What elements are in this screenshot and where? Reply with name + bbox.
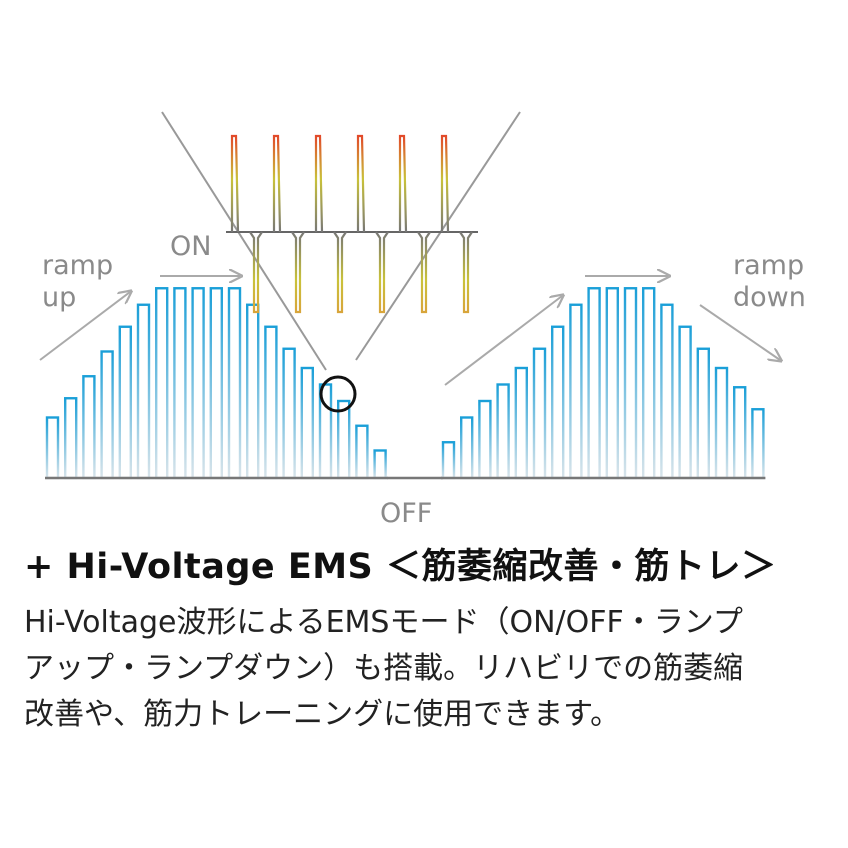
- pulse-bar: [678, 325, 692, 480]
- spike-negative: [459, 231, 473, 314]
- pulse-bar: [173, 287, 187, 480]
- description-line: 改善や、筋力トレーニングに使用できます。: [24, 697, 621, 732]
- pulse-bar: [373, 449, 387, 480]
- pulse-bar: [355, 424, 369, 480]
- pulse-bar: [245, 303, 260, 480]
- off-label: OFF: [380, 498, 432, 529]
- ramp-up-label-line1: ramp: [42, 250, 113, 281]
- pulse-bar: [605, 287, 619, 480]
- pulse-bar: [751, 408, 765, 480]
- pulse-bar: [63, 397, 78, 480]
- pulse-bar: [532, 347, 547, 480]
- pulse-bar: [82, 375, 96, 480]
- ramp-down-label-line2: down: [733, 282, 806, 313]
- spike-negative: [417, 231, 431, 314]
- pulse-bar: [100, 350, 114, 480]
- highlight-circle: [319, 375, 357, 413]
- pulse-bar: [478, 399, 492, 480]
- spike-positive: [230, 134, 240, 233]
- ems-waveform-diagram: ramp up ON OFF ramp down: [39, 111, 806, 529]
- pulse-train-right: [441, 287, 766, 480]
- pulse-bar: [514, 366, 528, 480]
- pulse-bar: [282, 347, 296, 480]
- pulse-bar: [733, 386, 747, 480]
- spike-positive: [356, 134, 366, 233]
- pulse-bar: [191, 287, 205, 480]
- zoom-line-right: [355, 111, 521, 361]
- pulse-bar: [642, 287, 656, 480]
- pulse-bar: [623, 287, 638, 480]
- pulse-bar: [337, 399, 351, 480]
- pulse-bar: [209, 287, 224, 480]
- pulse-bar: [441, 441, 456, 480]
- description-line: Hi-Voltage波形によるEMSモード（ON/OFF・ランプ: [24, 605, 743, 640]
- pulse-bar: [264, 325, 278, 480]
- ramp-down-label-line1: ramp: [733, 250, 804, 281]
- spike-negative: [333, 231, 347, 314]
- pulse-bar: [227, 287, 242, 480]
- spike-positive: [272, 134, 282, 233]
- ramp-up-right-arrow: [444, 296, 562, 386]
- description-line: アップ・ランプダウン）も搭載。リハビリでの筋萎縮: [24, 651, 744, 686]
- pulse-bar: [136, 303, 151, 480]
- zoom-line-left: [161, 111, 327, 371]
- section-title: + Hi-Voltage EMS ＜筋萎縮改善・筋トレ＞: [24, 547, 777, 587]
- zoomed-pulse-detail: [226, 134, 478, 314]
- ramp-down-arrow: [699, 304, 780, 360]
- pulse-bar: [154, 287, 169, 480]
- pulse-train-left: [45, 287, 443, 480]
- pulse-bar: [587, 287, 601, 480]
- spike-negative: [375, 231, 389, 314]
- spike-negative: [291, 231, 305, 314]
- pulse-bar: [551, 325, 565, 480]
- spike-negative: [249, 231, 263, 314]
- ramp-up-label-line2: up: [42, 282, 76, 313]
- on-label: ON: [170, 231, 211, 262]
- pulse-bar: [118, 325, 133, 480]
- ramp-up-arrow: [39, 292, 130, 361]
- pulse-bar: [660, 303, 674, 480]
- pulse-bar: [696, 347, 710, 480]
- spike-positive: [314, 134, 324, 233]
- spike-positive: [440, 134, 450, 233]
- pulse-bar: [714, 366, 729, 480]
- spike-positive: [398, 134, 408, 233]
- pulse-bar: [460, 416, 474, 480]
- pulse-bar: [496, 383, 510, 480]
- pulse-bar: [569, 303, 583, 480]
- pulse-bar: [300, 366, 314, 480]
- pulse-bar: [45, 416, 60, 480]
- description: Hi-Voltage波形によるEMSモード（ON/OFF・ランプ アップ・ランプ…: [24, 600, 834, 738]
